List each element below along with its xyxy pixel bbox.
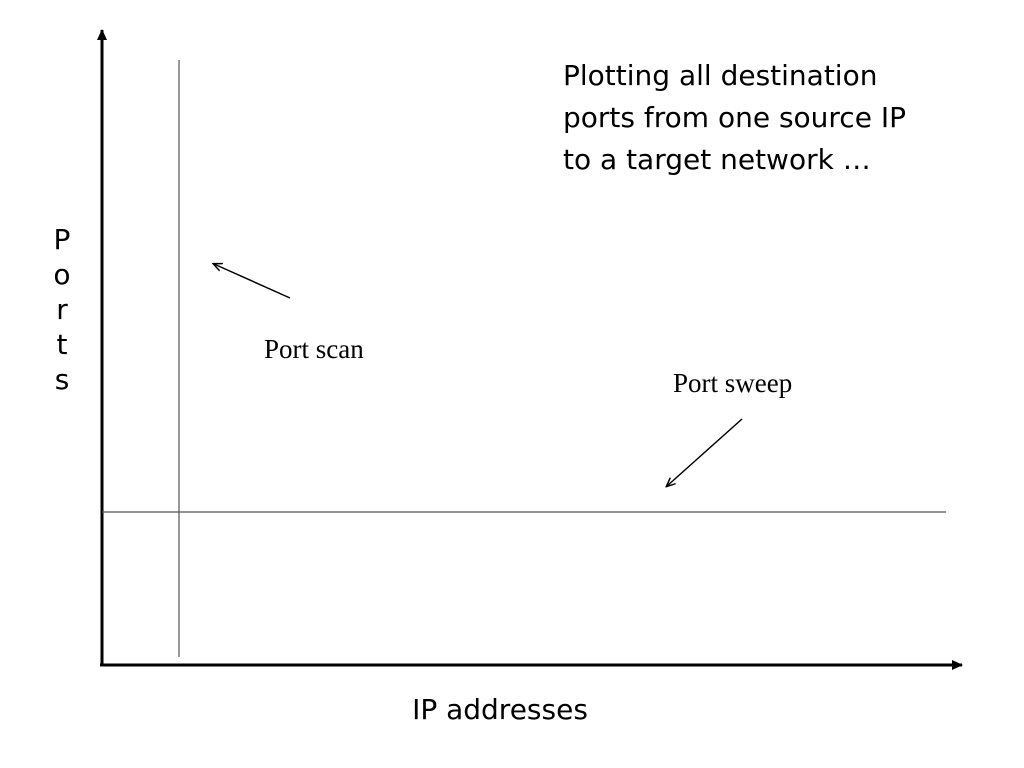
y-axis-label-letter: t xyxy=(56,328,68,361)
y-axis-label-letter: P xyxy=(53,223,71,256)
x-axis-label: IP addresses xyxy=(412,693,588,726)
port-scan-label: Port scan xyxy=(264,334,364,364)
port-scan-arrow xyxy=(214,264,291,299)
caption-line: to a target network … xyxy=(563,143,871,176)
port-sweep-arrow xyxy=(667,418,743,486)
caption-line: ports from one source IP xyxy=(563,101,906,134)
y-axis-label-letter: s xyxy=(54,363,70,396)
port-sweep-label: Port sweep xyxy=(673,368,793,398)
y-axis-label-letter: o xyxy=(53,258,71,291)
diagram-caption: Plotting all destination ports from one … xyxy=(563,55,983,181)
caption-line: Plotting all destination xyxy=(563,59,878,92)
y-axis-label-letter: r xyxy=(56,293,68,326)
